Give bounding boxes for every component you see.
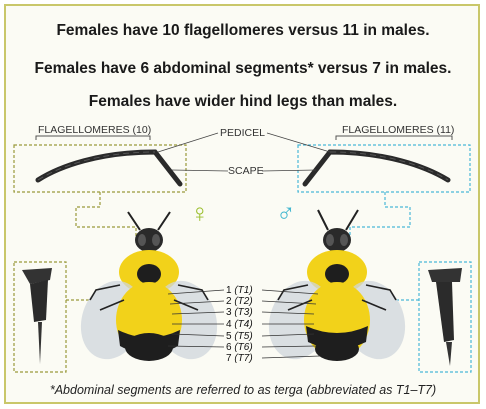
male-antenna-box: [298, 145, 470, 192]
segment-label: 2 (T2): [226, 296, 253, 307]
label-flagellomeres-male: FLAGELLOMERES (11): [342, 124, 454, 136]
segment-label: 5 (T5): [226, 331, 253, 342]
female-hind-leg: [22, 268, 52, 364]
label-pedicel: PEDICEL: [220, 127, 265, 139]
label-scape: SCAPE: [228, 165, 264, 177]
male-bee: [259, 210, 415, 367]
segment-label: 6 (T6): [226, 342, 253, 353]
male-antenna: [305, 152, 448, 184]
female-symbol-icon: ♀: [190, 200, 210, 226]
male-symbol-icon: ♂: [276, 200, 296, 226]
female-antenna: [38, 152, 180, 184]
female-antenna-box: [14, 145, 186, 192]
segment-label: 4 (T4): [226, 319, 253, 330]
female-bee: [71, 212, 227, 367]
segment-label: 1 (T1): [226, 285, 253, 296]
segment-label: 3 (T3): [226, 307, 253, 318]
label-flagellomeres-female: FLAGELLOMERES (10): [38, 124, 151, 136]
male-hind-leg: [428, 268, 462, 366]
footnote: *Abdominal segments are referred to as t…: [0, 383, 486, 397]
segment-label: 7 (T7): [226, 353, 253, 364]
